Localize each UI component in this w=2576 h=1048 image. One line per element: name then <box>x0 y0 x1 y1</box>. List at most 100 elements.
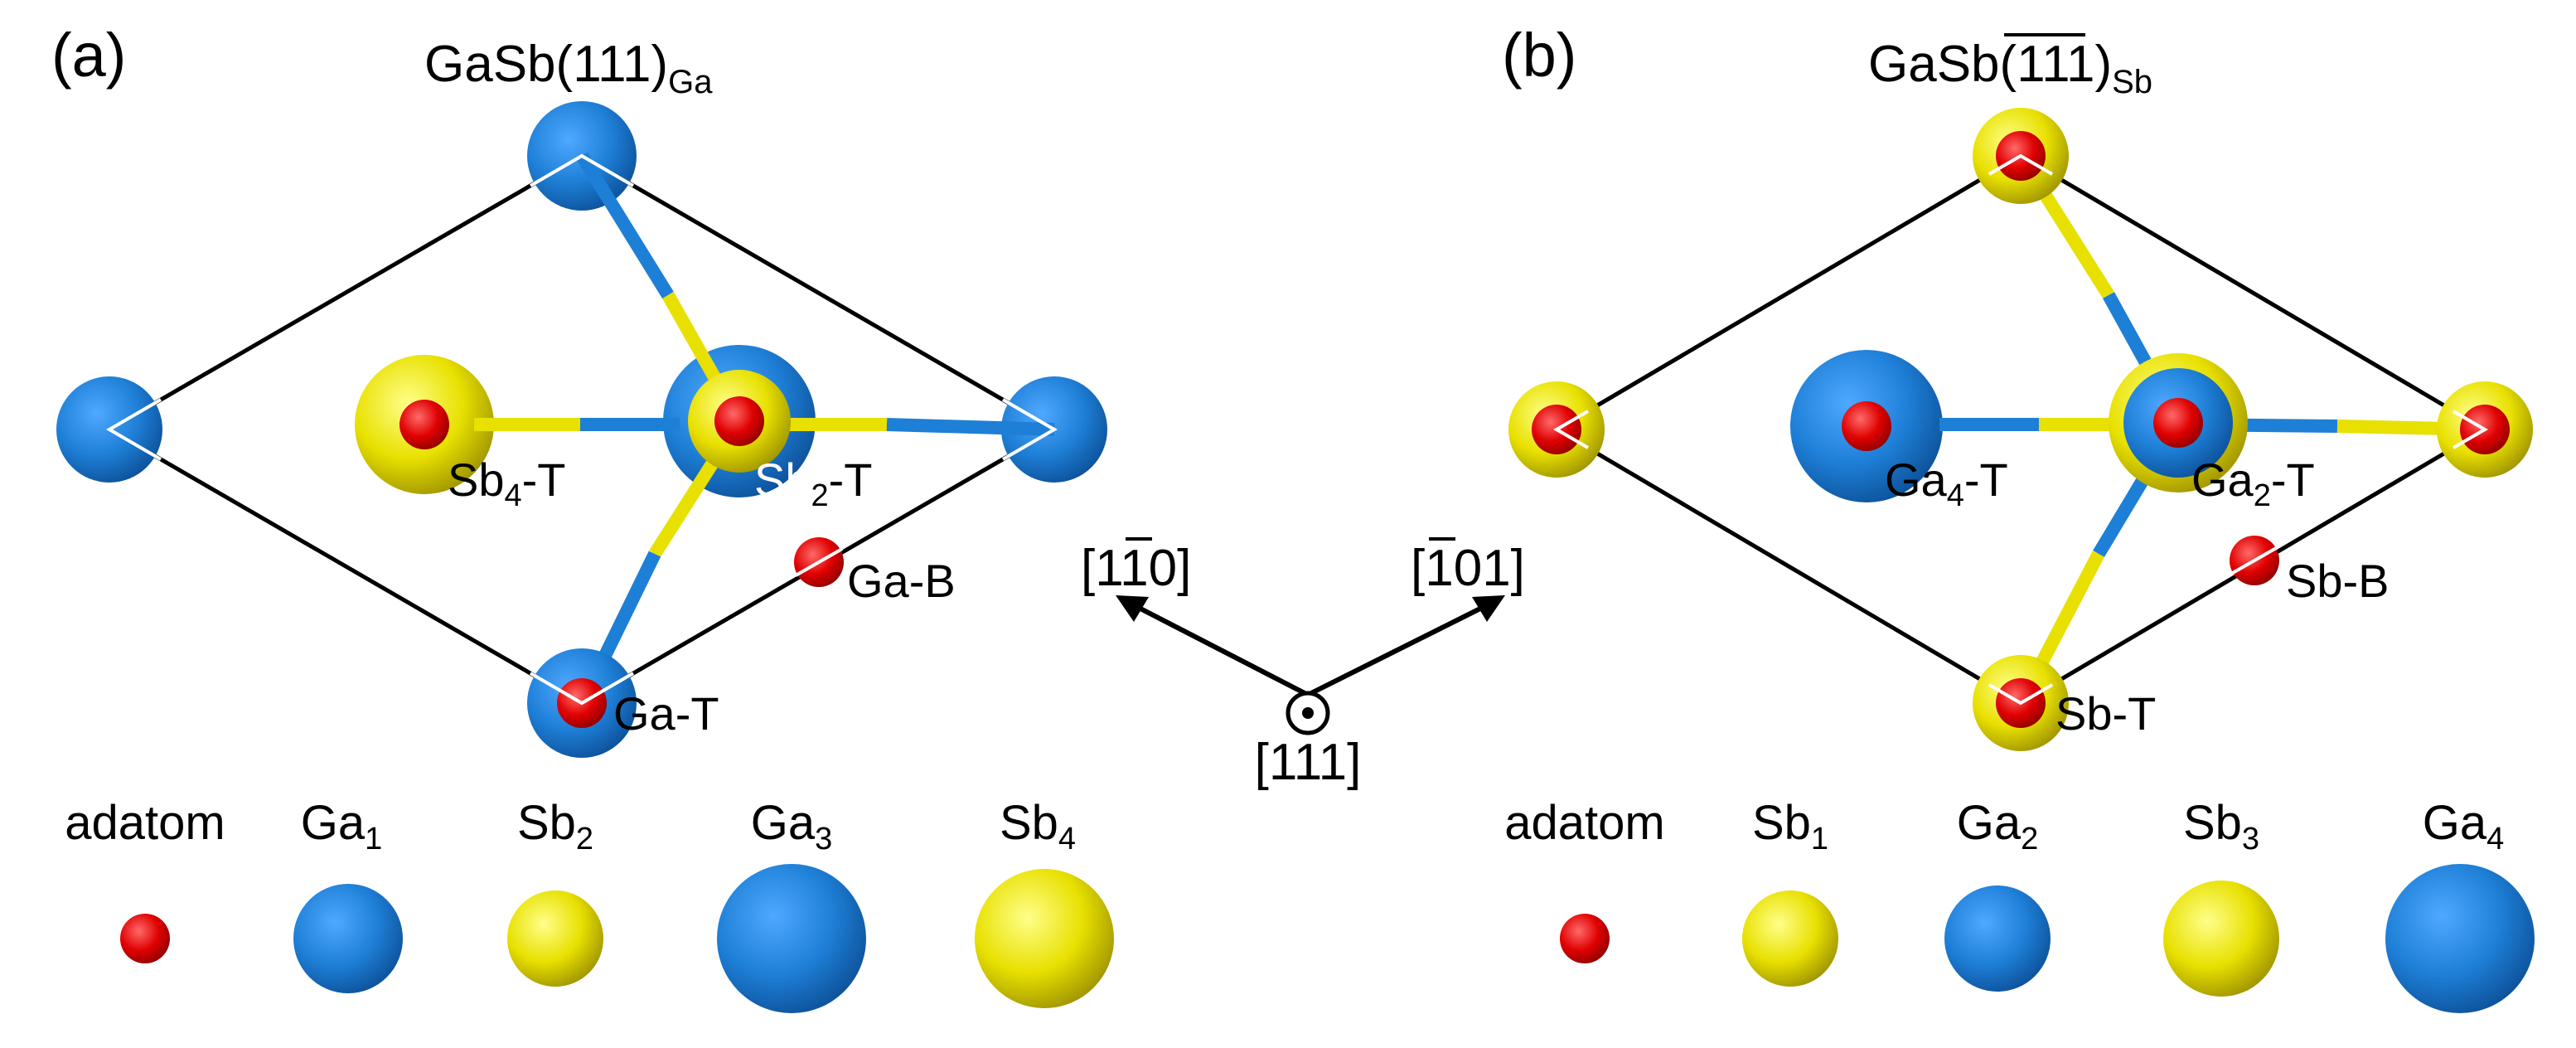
panel-a-legend-ga3-sub: 3 <box>815 822 832 856</box>
panel-a-bond-right-blue <box>886 418 1055 436</box>
panel-a-legend-adatom-sphere <box>120 914 170 963</box>
panel-b-adatom-ga4-t <box>1842 401 1891 451</box>
direction-label-right: [101] <box>1411 540 1525 597</box>
panel-b-label: (b) <box>1502 21 1576 90</box>
panel-b-label-ga2-t-sub: 2 <box>2254 478 2271 513</box>
panel-a-label: (a) <box>51 21 126 90</box>
panel-a-label-sb4-t-sub: 4 <box>505 478 522 513</box>
direction-label-left: [110] <box>1081 540 1191 597</box>
panel-a-legend-ga1-sphere <box>293 884 403 993</box>
panel-b-label-ga2-t-tail: -T <box>2271 454 2315 506</box>
panel-a-label-sb4-t: Sb4-T <box>448 454 566 513</box>
panel-b-legend-label-ga2: Ga2 <box>1957 796 2039 856</box>
panel-b-label-ga4-t-tail: -T <box>1964 454 2008 506</box>
panel-a-legend-sb2-sub: 2 <box>576 822 593 856</box>
panel-a-legend-sb4-sub: 4 <box>1058 822 1076 856</box>
panel-b-legend-sb3-sub: 3 <box>2242 822 2259 856</box>
panel-b-title-sub: Sb <box>2112 64 2152 100</box>
panel-b-legend-sb1-sub: 1 <box>1811 822 1828 856</box>
panel-b-adatom-ga2-t <box>2153 398 2203 448</box>
panel-a-legend-label-ga3: Ga3 <box>751 796 833 856</box>
panel-b-corner-marker-left <box>1553 410 1590 449</box>
direction-out-of-plane-dot <box>1302 707 1314 719</box>
panel-a-legend-ga3-main: Ga <box>751 796 816 850</box>
panel-b-legend-ga2-sub: 2 <box>2021 822 2038 856</box>
panel-a-legend-sb2-main: Sb <box>517 796 576 850</box>
direction-arrow-left-head <box>1116 595 1149 622</box>
panel-b-label-ga4-t: Ga4-T <box>1885 454 2008 513</box>
panel-a-ga-b-marker <box>795 547 843 577</box>
direction-arrow-right-head <box>1472 595 1505 622</box>
panel-b-legend-ga2-sphere <box>1944 885 2051 992</box>
panel-a-legend-adatom-main: adatom <box>65 796 225 850</box>
panel-a-label-sb2-t-sub: 2 <box>811 478 829 513</box>
direction-label-right-open: [ <box>1411 540 1425 597</box>
panel-b-legend-label-sb3: Sb3 <box>2183 796 2259 856</box>
crystal-directions: [110] [101] [111] <box>1081 537 1525 791</box>
panel-a-legend-ga1-sub: 1 <box>365 822 382 856</box>
panel-b-label-ga2-t-main: Ga <box>2191 454 2254 506</box>
panel-b-legend-ga4-sub: 4 <box>2486 822 2504 856</box>
direction-arrow-right-shaft <box>1306 604 1485 697</box>
panel-a-corner-markers <box>106 153 1058 706</box>
panel-a-label-sb4-t-tail: -T <box>522 454 566 506</box>
panel-a-title-sub: Ga <box>668 64 713 100</box>
panel-a-label-sb2-t-tail: -T <box>829 454 873 506</box>
direction-label-left-close: 0] <box>1149 540 1192 597</box>
panel-a-legend-label-ga1: Ga1 <box>301 796 383 856</box>
panel-b-corner-markers <box>1553 153 2488 706</box>
panel-b-legend-label-sb1: Sb1 <box>1752 796 1828 856</box>
panel-a-corner-marker-bottom <box>529 672 635 706</box>
panel-a-title-main: GaSb(111) <box>424 36 668 93</box>
panel-a-legend-sb4-sphere <box>975 869 1114 1008</box>
panel-a-legend-label-adatom: adatom <box>65 796 225 850</box>
panel-a-label-ga-b: Ga-B <box>847 555 956 607</box>
panel-a-corner-marker-left <box>106 398 162 461</box>
direction-label-normal: [111] <box>1255 734 1362 791</box>
panel-a-title: GaSb(111)Ga <box>424 36 713 100</box>
panel-b-label-sb-t: Sb-T <box>2055 687 2156 740</box>
panel-b-legend-sb1-sphere <box>1742 890 1838 987</box>
panel-a-label-sb2-t: Sb2-T <box>754 454 873 513</box>
panel-a-label-sb4-t-main: Sb <box>448 454 505 506</box>
direction-label-left-over: 1 <box>1120 540 1148 597</box>
panel-b-legend-ga4-main: Ga <box>2423 796 2487 850</box>
panel-b-title-close: ) <box>2094 36 2112 93</box>
panel-b-label-ga4-t-main: Ga <box>1885 454 1948 506</box>
direction-label-right-over: 1 <box>1425 540 1453 597</box>
panel-a-legend: adatom Ga1 Sb2 Ga3 Sb4 <box>65 796 1114 1013</box>
panel-b-legend-label-adatom: adatom <box>1504 796 1664 850</box>
panel-b-title-main: GaSb( <box>1868 36 2017 93</box>
panel-a-label-ga-t: Ga-T <box>613 687 719 740</box>
panel-b: (b) GaSb(111)Sb <box>1502 21 2535 1013</box>
direction-label-right-close: 01] <box>1454 540 1525 597</box>
panel-b-legend-sb3-sphere <box>2163 881 2279 997</box>
direction-arrow-left-shaft <box>1135 604 1310 697</box>
panel-b-legend-label-ga4: Ga4 <box>2423 796 2505 856</box>
panel-a-legend-sb4-main: Sb <box>1000 796 1058 850</box>
panel-a-corner-marker-top <box>529 153 635 187</box>
panel-b-label-ga2-t: Ga2-T <box>2191 454 2315 513</box>
panel-a-legend-label-sb2: Sb2 <box>517 796 593 856</box>
panel-b-legend-ga2-main: Ga <box>1957 796 2022 850</box>
panel-a-label-sb2-t-main: Sb <box>754 454 811 506</box>
panel-a-legend-ga3-sphere <box>717 864 866 1013</box>
panel-b-legend-adatom-main: adatom <box>1504 796 1664 850</box>
panel-a-adatom-sb2-t <box>714 396 764 446</box>
panel-a-legend-sb2-sphere <box>507 890 603 987</box>
panel-b-label-sb-b: Sb-B <box>2286 555 2390 607</box>
panel-b-legend-ga4-sphere <box>2385 864 2535 1013</box>
panel-b-corner-marker-top <box>1988 153 2054 176</box>
panel-a-corner-marker-right <box>1001 398 1058 461</box>
panel-a-adatom-sb4-t <box>399 400 449 449</box>
panel-b-legend-sb1-main: Sb <box>1752 796 1811 850</box>
panel-b-label-ga4-t-sub: 4 <box>1947 478 1964 513</box>
direction-label-left-open: [1 <box>1081 540 1121 597</box>
panel-b-title-over: 111 <box>2017 36 2094 93</box>
panel-a-legend-ga1-main: Ga <box>301 796 366 850</box>
panel-b-sb-b-marker <box>2230 546 2278 575</box>
panel-b-legend-adatom-sphere <box>1560 914 1610 963</box>
panel-a: (a) GaSb(111)Ga <box>51 21 1114 1013</box>
panel-b-legend-sb3-main: Sb <box>2183 796 2242 850</box>
